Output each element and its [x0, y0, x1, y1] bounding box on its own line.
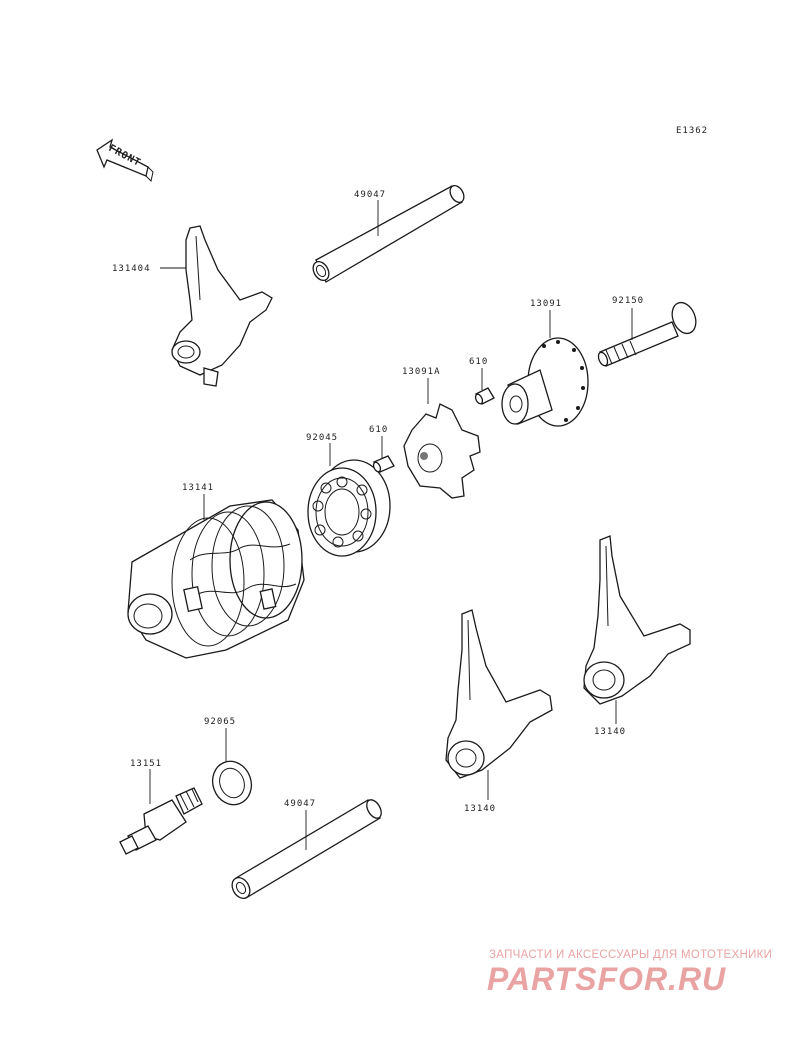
bearing-92045[interactable]: [307, 459, 391, 557]
front-arrow-icon: FRONT: [96, 138, 154, 182]
watermark-tagline: ЗАПЧАСТИ И АКСЕССУАРЫ ДЛЯ МОТОТЕХНИКИ: [489, 949, 773, 961]
part-label-13091: 13091: [530, 299, 562, 309]
neutral-switch-13151[interactable]: [119, 787, 203, 855]
part-label-13091a: 13091A: [402, 367, 441, 377]
diagram-code: E1362: [676, 126, 708, 136]
part-label-13151: 13151: [130, 759, 162, 769]
drum-plate-13091a[interactable]: [403, 403, 481, 499]
shift-fork-13140-lower[interactable]: [445, 609, 553, 779]
part-label-13140-right: 13140: [594, 727, 626, 737]
part-label-92150: 92150: [612, 296, 644, 306]
part-label-610-lower: 610: [369, 425, 388, 435]
shift-drum-holder-13091[interactable]: [501, 337, 589, 427]
part-label-49047-upper: 49047: [354, 190, 386, 200]
part-label-13141: 13141: [182, 483, 214, 493]
washer-92065[interactable]: [207, 756, 258, 810]
shift-rod-upper[interactable]: [310, 183, 467, 283]
bolt-92150[interactable]: [597, 299, 701, 367]
shift-rod-lower[interactable]: [229, 797, 385, 901]
pin-610-upper[interactable]: [474, 387, 495, 405]
part-label-92045: 92045: [306, 433, 338, 443]
part-label-13140-lower: 13140: [464, 804, 496, 814]
shift-drum-13141[interactable]: [127, 499, 305, 659]
part-label-610-upper: 610: [469, 357, 488, 367]
pin-610-lower[interactable]: [372, 455, 395, 473]
shift-fork-13140-right[interactable]: [583, 535, 691, 705]
part-label-131404: 131404: [112, 264, 151, 274]
part-label-49047-lower: 49047: [284, 799, 316, 809]
watermark-logo: PARTSFOR.RU: [487, 961, 727, 997]
shift-fork-131404[interactable]: [171, 225, 273, 387]
part-label-92065: 92065: [204, 717, 236, 727]
